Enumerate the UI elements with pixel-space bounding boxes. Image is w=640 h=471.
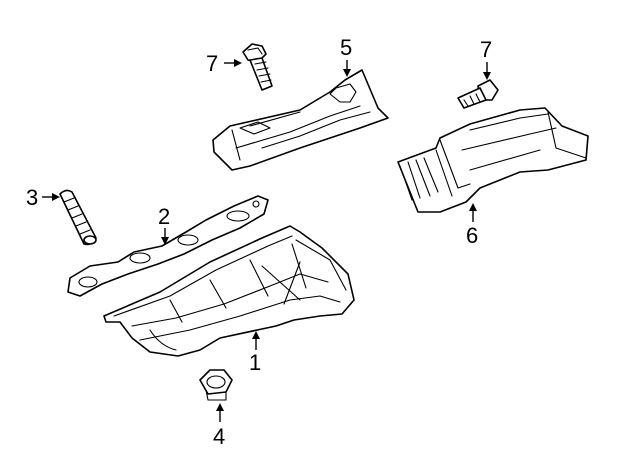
leader-arrow-2	[161, 228, 169, 245]
bolt-part-7-right[interactable]	[457, 79, 499, 109]
gasket-part-2[interactable]	[67, 195, 269, 297]
callout-7-right: 7	[480, 37, 492, 62]
leader-arrow-7-right	[483, 62, 491, 80]
bolt-part-7-left[interactable]	[242, 43, 273, 91]
nut-part-4[interactable]	[199, 369, 233, 401]
leader-arrow-7-left	[224, 59, 242, 67]
exhaust-manifold-part-1[interactable]	[103, 225, 355, 357]
leader-arrow-5	[343, 60, 351, 77]
callout-2: 2	[158, 204, 170, 229]
callout-5: 5	[340, 35, 352, 60]
callout-4: 4	[213, 424, 225, 449]
callout-6: 6	[466, 223, 478, 248]
callout-7-left: 7	[206, 51, 218, 76]
heat-shield-part-5[interactable]	[212, 69, 389, 171]
heat-shield-part-6[interactable]	[397, 107, 589, 213]
callout-3: 3	[26, 185, 38, 210]
leader-arrow-1	[252, 331, 260, 350]
leader-arrow-4	[216, 403, 224, 422]
stud-part-3[interactable]	[59, 189, 97, 246]
callout-1: 1	[249, 350, 261, 375]
leader-arrow-6	[469, 203, 477, 222]
leader-arrow-3	[42, 193, 60, 201]
